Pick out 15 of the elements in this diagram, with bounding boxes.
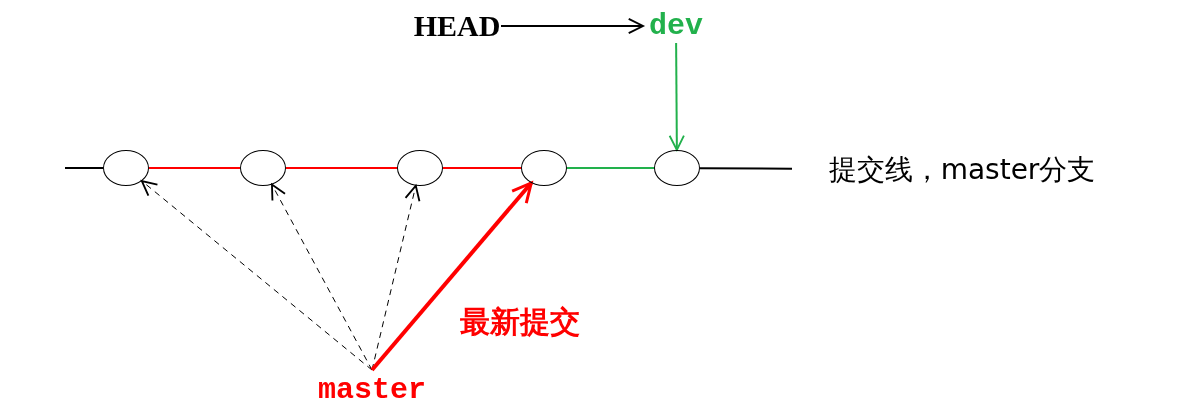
arrow xyxy=(500,17,644,35)
arrow xyxy=(668,42,685,151)
pointer-label: HEAD xyxy=(413,8,501,44)
connector-line xyxy=(64,167,104,169)
arrow xyxy=(370,181,533,372)
connector-line xyxy=(566,167,655,169)
arrow xyxy=(271,183,373,371)
connector-line xyxy=(285,167,398,169)
connector-line xyxy=(148,167,241,169)
branch-label: dev xyxy=(643,9,709,43)
line-label: 提交线，master分支 xyxy=(792,150,1132,190)
branch-label: master xyxy=(309,370,435,410)
connector-line xyxy=(699,167,793,170)
arrow xyxy=(140,180,373,371)
connector-line xyxy=(442,167,522,169)
